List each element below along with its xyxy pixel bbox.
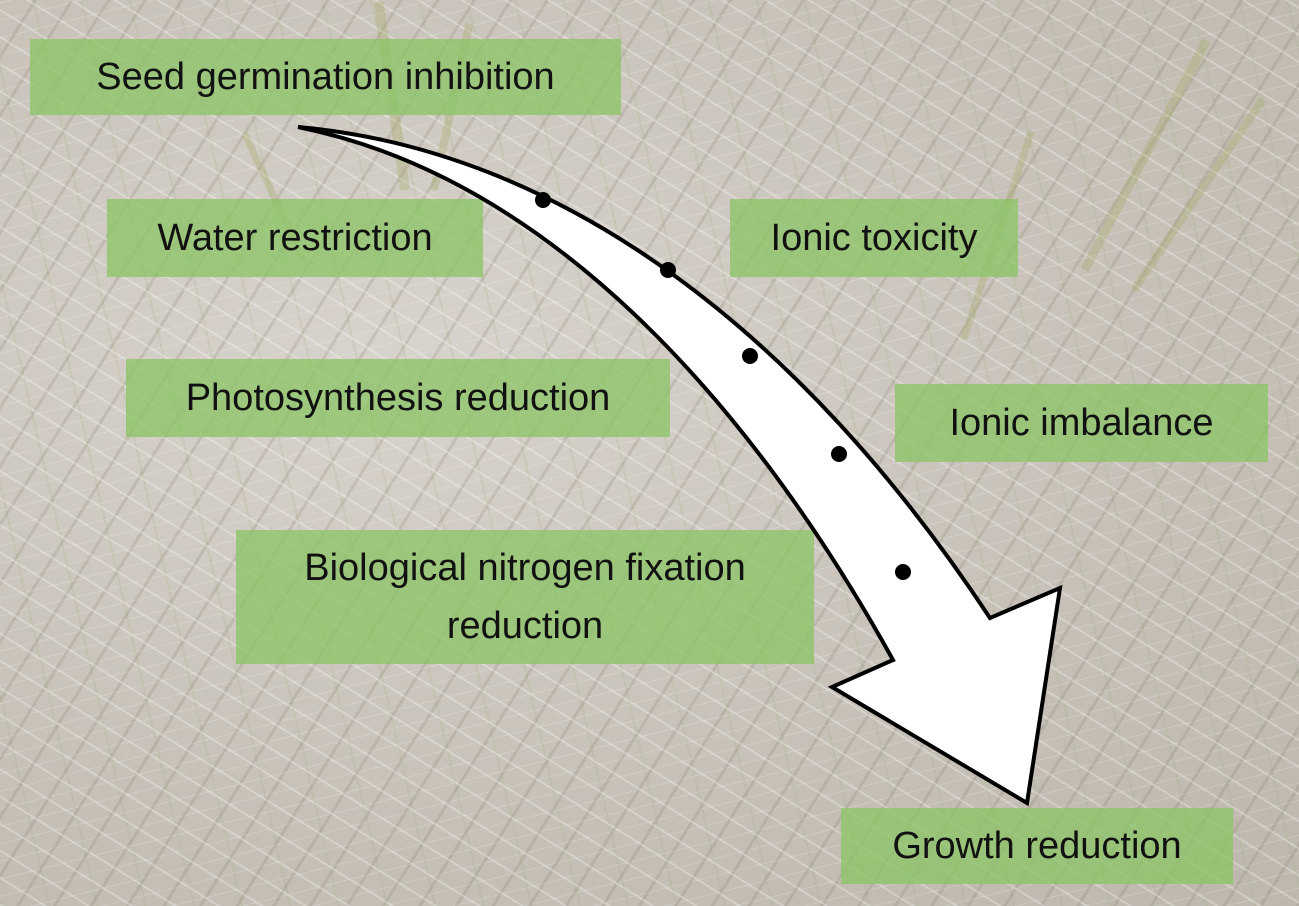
ionic-imbalance-text: Ionic imbalance: [949, 402, 1214, 444]
seed-germination-inhibition-text: Seed germination inhibition: [96, 56, 555, 98]
arrow-dot: [831, 446, 847, 462]
biological-nitrogen-fixation-text-line1: Biological nitrogen fixation: [304, 547, 746, 589]
ionic-toxicity-label: Ionic toxicity: [730, 199, 1018, 277]
ionic-imbalance-label: Ionic imbalance: [895, 384, 1268, 462]
seed-germination-inhibition-label: Seed germination inhibition: [30, 39, 621, 115]
ionic-toxicity-text: Ionic toxicity: [770, 217, 978, 259]
photosynthesis-reduction-text: Photosynthesis reduction: [185, 377, 611, 419]
growth-reduction-text: Growth reduction: [892, 825, 1182, 867]
curved-arrow-body: [297, 125, 1063, 807]
biological-nitrogen-fixation-text-line2: reduction: [446, 605, 604, 647]
growth-reduction-label: Growth reduction: [841, 808, 1233, 884]
arrow-dot: [742, 348, 758, 364]
biological-nitrogen-fixation-label: Biological nitrogen fixation reduction: [236, 530, 814, 664]
water-restriction-label: Water restriction: [107, 199, 483, 277]
arrow-dots: [535, 192, 911, 580]
arrow-dot: [535, 192, 551, 208]
arrow-dot: [660, 262, 676, 278]
arrow-dot: [895, 564, 911, 580]
water-restriction-text: Water restriction: [157, 217, 433, 259]
photosynthesis-reduction-label: Photosynthesis reduction: [126, 359, 670, 437]
